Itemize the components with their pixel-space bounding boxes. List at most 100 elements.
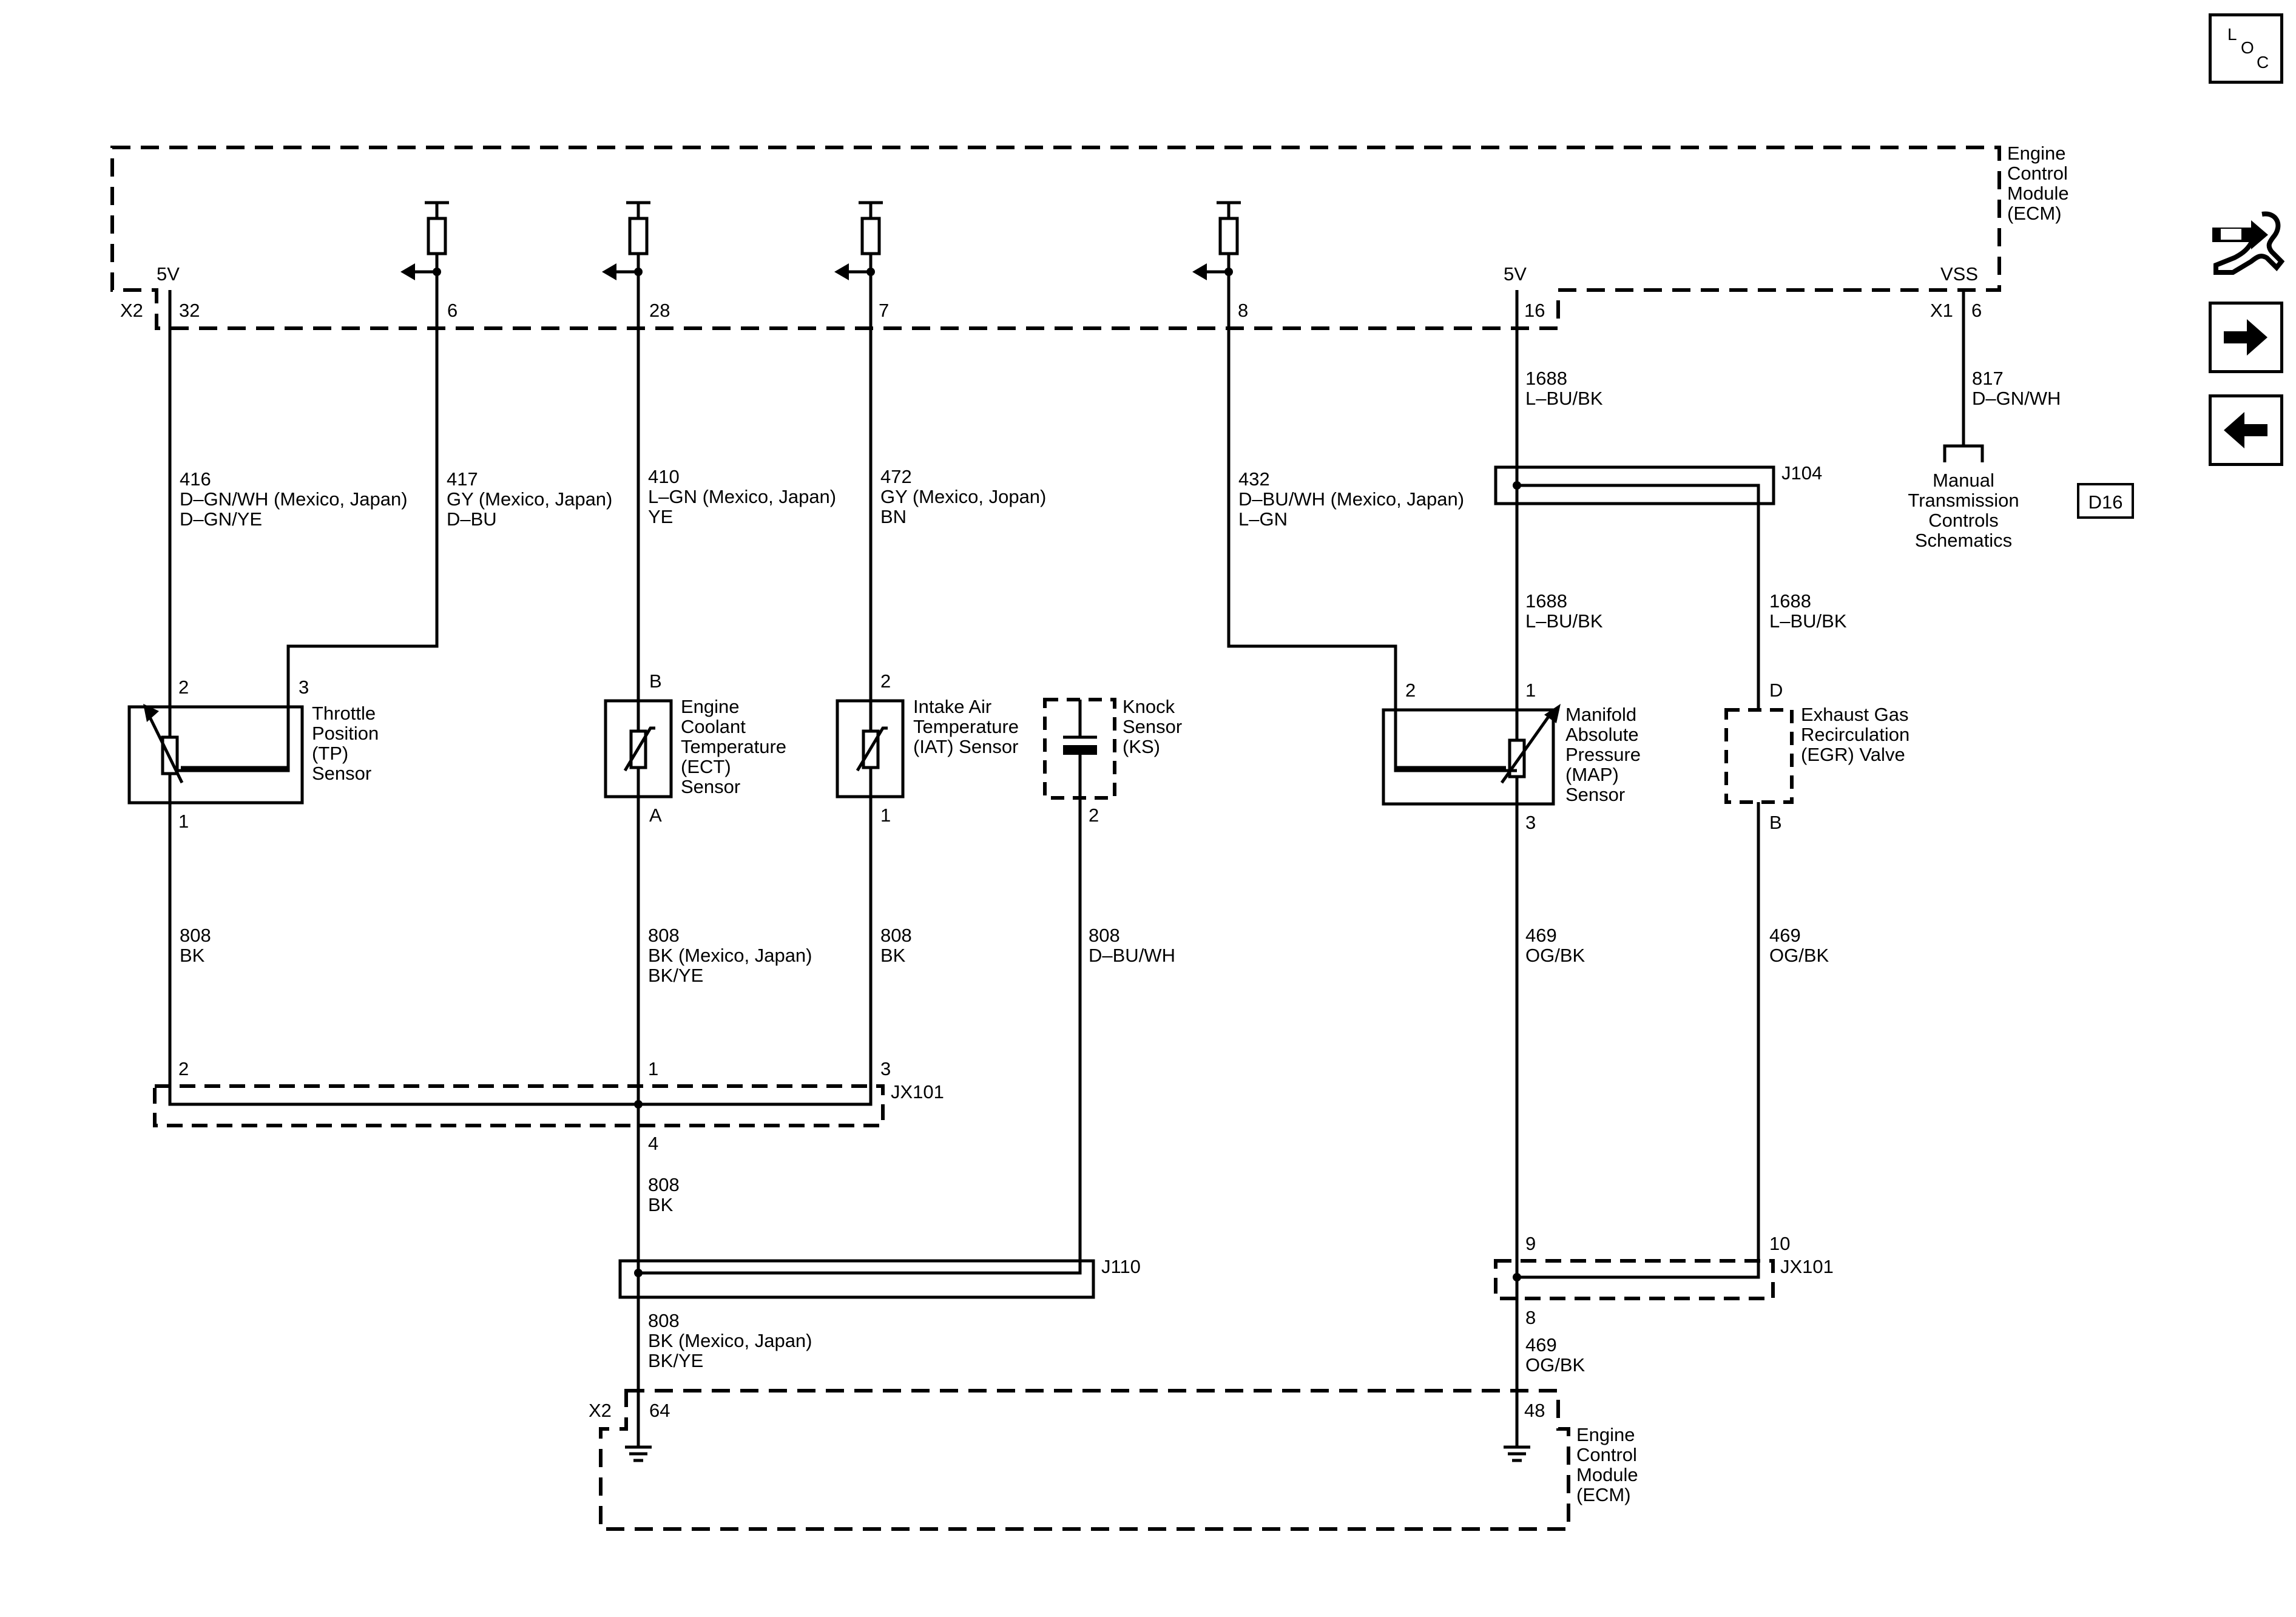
ground-symbol-pin-48 xyxy=(1504,1445,1530,1462)
egr-name-2: Recirculation xyxy=(1801,724,1909,745)
circuit-1688c-color: L–BU/BK xyxy=(1769,610,1847,632)
jx101-left-pin-2: 2 xyxy=(178,1058,189,1079)
map-pin-3: 3 xyxy=(1525,812,1536,833)
ect-name-1: Engine xyxy=(681,696,740,717)
map-name-5: Sensor xyxy=(1565,784,1625,805)
page-ref-label: D16 xyxy=(2088,491,2123,513)
circuit-417-number: 417 xyxy=(447,468,478,490)
pullup-pin-6 xyxy=(400,201,449,280)
ecm-bottom-name-1: Engine xyxy=(1576,1424,1635,1445)
egr-pin-d: D xyxy=(1769,680,1783,701)
splice-jx101-right: JX101 9 10 8 xyxy=(1494,1233,1834,1328)
ecm-pin-6: 6 xyxy=(447,300,458,321)
j104-label: J104 xyxy=(1781,462,1822,484)
jx101-left-pin-4: 4 xyxy=(648,1133,658,1154)
circuit-469b-color: OG/BK xyxy=(1769,945,1829,966)
circuit-808e-color: BK xyxy=(648,1194,674,1215)
circuit-410-number: 410 xyxy=(648,466,680,487)
circuit-432-color-1: D–BU/WH (Mexico, Japan) xyxy=(1238,488,1464,510)
ks-pin-2: 2 xyxy=(1089,805,1099,826)
mtcs-name-1: Manual xyxy=(1933,470,1994,491)
circuit-1688a-color: L–BU/BK xyxy=(1525,388,1603,409)
circuit-432-color-2: L–GN xyxy=(1238,508,1288,530)
ground-symbol-pin-64 xyxy=(625,1445,652,1462)
ecm-bottom-x2-label: X2 xyxy=(589,1400,612,1421)
splice-jx101-left: JX101 2 1 3 4 xyxy=(153,1058,944,1154)
circuit-817-color: D–GN/WH xyxy=(1972,388,2061,409)
circuit-1688c-number: 1688 xyxy=(1769,590,1811,612)
pullup-pin-28 xyxy=(602,201,650,280)
circuit-469a-color: OG/BK xyxy=(1525,945,1585,966)
j110-label: J110 xyxy=(1101,1256,1141,1277)
circuit-808c-number: 808 xyxy=(880,925,912,946)
circuit-469c-number: 469 xyxy=(1525,1334,1557,1355)
iat-name-3: (IAT) Sensor xyxy=(913,736,1018,757)
ecm-bottom-name-3: Module xyxy=(1576,1464,1638,1485)
loc-letter-o: O xyxy=(2241,38,2254,57)
circuit-472-color-2: BN xyxy=(880,506,907,527)
wire-1688-branch xyxy=(1517,484,1760,710)
wires xyxy=(168,272,1965,1447)
previous-page-button[interactable] xyxy=(2209,394,2283,466)
tp-name-3: (TP) xyxy=(312,743,348,764)
ecm-top-module: Engine Control Module (ECM) 5V 5V VSS X2… xyxy=(110,143,2069,330)
jx101-left-label: JX101 xyxy=(891,1081,944,1102)
ecm-bottom-module: X2 64 48 Engine Control Module (ECM) xyxy=(589,1389,1638,1531)
iat-pin-1: 1 xyxy=(880,805,891,826)
map-name-2: Absolute xyxy=(1565,724,1639,745)
circuit-416-number: 416 xyxy=(180,468,211,490)
page-ref-d16[interactable]: D16 xyxy=(2077,483,2134,519)
circuit-817-number: 817 xyxy=(1972,368,2004,389)
circuit-808c-color: BK xyxy=(880,945,906,966)
tp-name-4: Sensor xyxy=(312,763,371,784)
iat-sensor: 2 1 Intake Air Temperature (IAT) Sensor xyxy=(836,670,1019,826)
circuit-1688b-number: 1688 xyxy=(1525,590,1567,612)
ecm-vss-label: VSS xyxy=(1940,263,1978,285)
iat-name-1: Intake Air xyxy=(913,696,991,717)
circuit-808b-color-1: BK (Mexico, Japan) xyxy=(648,945,812,966)
wire-432 xyxy=(1227,272,1517,772)
splice-j110: J110 xyxy=(618,1256,1141,1299)
tp-name-1: Throttle xyxy=(312,703,376,724)
circuit-808d-number: 808 xyxy=(1089,925,1120,946)
iat-name-2: Temperature xyxy=(913,716,1019,737)
circuit-416-color-2: D–GN/YE xyxy=(180,508,262,530)
circuit-469c-color: OG/BK xyxy=(1525,1354,1585,1376)
pullup-pin-8 xyxy=(1192,201,1241,280)
mtcs-name-3: Controls xyxy=(1928,510,1998,531)
location-button[interactable]: L O C xyxy=(2209,13,2283,84)
ect-pin-a: A xyxy=(649,805,662,826)
ks-name-3: (KS) xyxy=(1123,736,1160,757)
circuit-410-color-1: L–GN (Mexico, Japan) xyxy=(648,486,836,507)
ecm-5v-left-label: 5V xyxy=(157,263,180,285)
circuit-1688a-number: 1688 xyxy=(1525,368,1567,389)
iat-pin-2: 2 xyxy=(880,670,891,692)
circuit-416-color-1: D–GN/WH (Mexico, Japan) xyxy=(180,488,408,510)
jx101-left-pin-1: 1 xyxy=(648,1058,658,1079)
knock-sensor: 2 Knock Sensor (KS) xyxy=(1043,696,1182,826)
circuit-808f-number: 808 xyxy=(648,1310,680,1331)
mtcs-name-4: Schematics xyxy=(1915,530,2012,551)
ecm-top-name-1: Engine xyxy=(2007,143,2066,164)
wire-808-tp xyxy=(168,800,638,1106)
ecm-x2-connector-label: X2 xyxy=(120,300,143,321)
arrow-left-icon xyxy=(2224,412,2267,448)
circuit-808b-color-2: BK/YE xyxy=(648,965,703,986)
ect-name-2: Coolant xyxy=(681,716,746,737)
ecm-top-name-4: (ECM) xyxy=(2007,203,2062,224)
ecm-5v-right-label: 5V xyxy=(1504,263,1527,285)
tools-icon[interactable] xyxy=(2209,209,2285,279)
splice-j104-node xyxy=(1513,481,1521,490)
ecm-bottom-name-4: (ECM) xyxy=(1576,1484,1631,1505)
wire-808-iat xyxy=(638,795,873,1106)
jx101-right-pin-10: 10 xyxy=(1769,1233,1790,1254)
tp-pin-3: 3 xyxy=(299,677,309,698)
jx101-right-label: JX101 xyxy=(1780,1256,1834,1277)
egr-valve: D B Exhaust Gas Recirculation (EGR) Valv… xyxy=(1724,680,1909,833)
next-page-button[interactable] xyxy=(2209,302,2283,373)
ecm-pin-32: 32 xyxy=(179,300,200,321)
splice-j110-node xyxy=(634,1269,643,1277)
ect-sensor: B A Engine Coolant Temperature (ECT) Sen… xyxy=(604,670,786,826)
map-name-4: (MAP) xyxy=(1565,764,1619,785)
circuit-labels: 416 D–GN/WH (Mexico, Japan) D–GN/YE 417 … xyxy=(180,368,2061,1376)
